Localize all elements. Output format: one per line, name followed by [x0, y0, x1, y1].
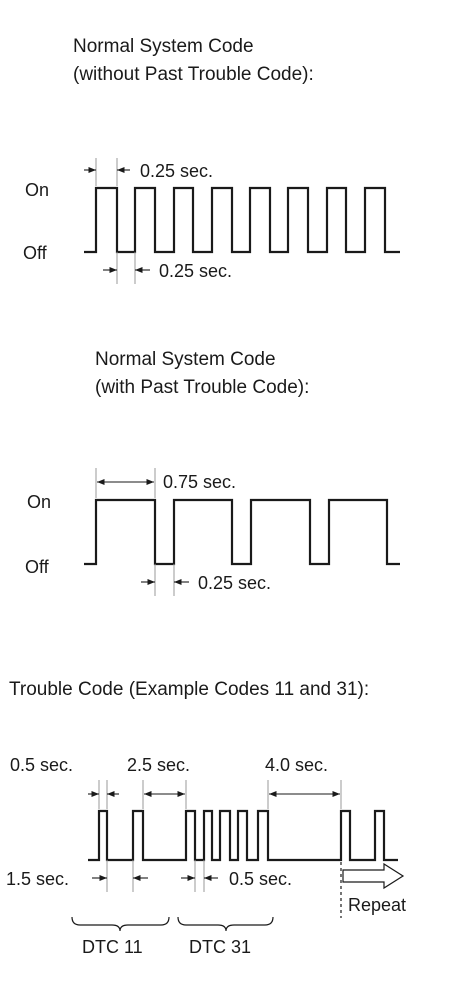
- section-normal-without-past: Normal System Code (without Past Trouble…: [23, 36, 400, 284]
- section-normal-with-past: Normal System Code (with Past Trouble Co…: [25, 349, 400, 596]
- section3-dim-b-label: 2.5 sec.: [127, 755, 190, 775]
- section3-dim-d-label: 1.5 sec.: [6, 869, 69, 889]
- section3-dtc31-label: DTC 31: [189, 937, 251, 957]
- section3-dim-e-label: 0.5 sec.: [229, 869, 292, 889]
- section3-title: Trouble Code (Example Codes 11 and 31):: [9, 679, 369, 700]
- section1-title-line2: (without Past Trouble Code):: [73, 64, 314, 85]
- section3-brace-dtc31: [177, 916, 274, 932]
- section2-waveform: [84, 498, 400, 566]
- section2-bottom-dim-label: 0.25 sec.: [198, 573, 271, 593]
- section3-dim-c-label: 4.0 sec.: [265, 755, 328, 775]
- section1-off-label: Off: [23, 243, 48, 263]
- section1-bottom-dim-label: 0.25 sec.: [159, 261, 232, 281]
- section2-off-label: Off: [25, 557, 50, 577]
- section3-dim-a-label: 0.5 sec.: [10, 755, 73, 775]
- section3-repeat-label: Repeat: [348, 895, 406, 915]
- section2-top-dim-label: 0.75 sec.: [163, 472, 236, 492]
- section1-on-label: On: [25, 180, 49, 200]
- section-trouble-code: Trouble Code (Example Codes 11 and 31): …: [6, 679, 406, 957]
- section3-dtc11-label: DTC 11: [82, 937, 143, 957]
- section3-brace-dtc11: [71, 916, 170, 932]
- section2-title-line1: Normal System Code: [95, 349, 276, 370]
- repeat-arrow-icon: [342, 862, 405, 890]
- section3-waveform: [88, 809, 398, 862]
- section2-title-line2: (with Past Trouble Code):: [95, 377, 309, 398]
- section1-waveform: [84, 186, 400, 254]
- section1-title-line1: Normal System Code: [73, 36, 254, 57]
- section1-top-dim-label: 0.25 sec.: [140, 161, 213, 181]
- section2-on-label: On: [27, 492, 51, 512]
